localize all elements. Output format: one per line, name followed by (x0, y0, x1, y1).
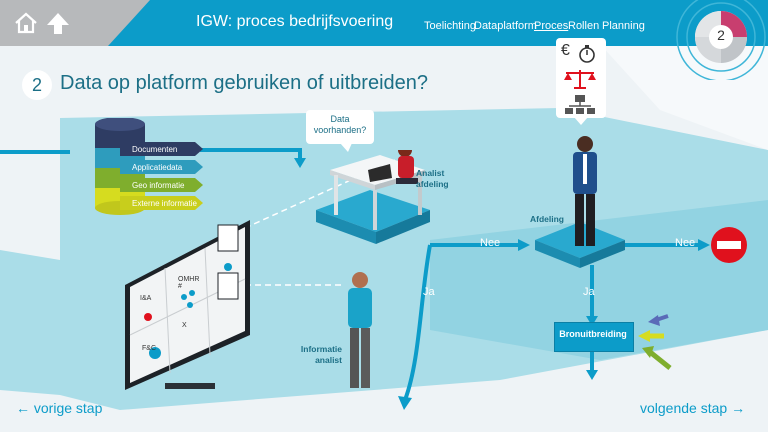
label-analist-afdeling: Analist afdeling (416, 168, 449, 189)
no-entry-icon (711, 227, 747, 263)
speech-bubble-tail (340, 143, 352, 152)
monitor-cell-x: X (182, 322, 187, 329)
monitor-cell-fc: F&C (142, 345, 156, 352)
monitor-cell-omhr: OMHR # (178, 276, 200, 290)
bronuitbreiding-box (554, 322, 634, 352)
analyst-desk (330, 150, 425, 230)
db-layer-extern: Externe informatie (132, 199, 197, 208)
label-nee-2: Nee (675, 237, 696, 249)
label-afdeling: Afdeling (530, 214, 564, 224)
label-ja-1: Ja (423, 286, 435, 298)
home-icon (15, 12, 37, 34)
heading-number-badge (22, 70, 52, 100)
network-icon (565, 95, 595, 114)
previous-step-link[interactable]: ← vorige stap (16, 400, 103, 416)
page-title: IGW: proces bedrijfsvoering (196, 13, 394, 30)
icon-panel-tail (574, 117, 588, 125)
afdeling-figure (573, 136, 597, 246)
monitor-cell-ia: I&A (140, 295, 152, 302)
euro-icon: € (561, 42, 570, 59)
step-indicator-number: 2 (717, 27, 725, 43)
label-nee-1: Nee (480, 237, 501, 249)
step-indicator-arcs (676, 0, 766, 80)
nav-toelichting[interactable]: Toelichting (424, 20, 476, 32)
next-step-link[interactable]: volgende stap → (640, 400, 746, 416)
home-button[interactable] (12, 9, 40, 37)
db-layer-documenten: Documenten (132, 145, 178, 154)
bronuitbreiding-label: Bronuitbreiding (559, 329, 627, 339)
incoming-arrows-icon (638, 314, 672, 370)
nav-dataplatform[interactable]: Dataplatform (474, 20, 537, 32)
scale-icon (564, 70, 596, 89)
stopwatch-icon (579, 45, 595, 63)
monitor (125, 220, 250, 390)
informatie-analist-figure (348, 272, 372, 388)
label-informatie-analist: Informatie analist (300, 344, 342, 365)
arrow-up-icon (47, 13, 69, 34)
up-button[interactable] (44, 9, 72, 37)
db-layer-applicatiedata: Applicatiedata (132, 163, 183, 172)
section-heading: Data op platform gebruiken of uitbreiden… (60, 72, 429, 94)
nav-rollen[interactable]: Rollen (568, 20, 600, 32)
label-ja-2: Ja (583, 286, 595, 298)
db-layer-geo: Geo informatie (132, 181, 185, 190)
nav-planning[interactable]: Planning (602, 20, 645, 32)
heading-number: 2 (31, 75, 42, 95)
speech-bubble (306, 110, 374, 144)
nav-proces[interactable]: Proces (534, 20, 569, 32)
database-stack (95, 118, 203, 215)
speech-bubble-text: Data voorhanden? (313, 114, 367, 136)
